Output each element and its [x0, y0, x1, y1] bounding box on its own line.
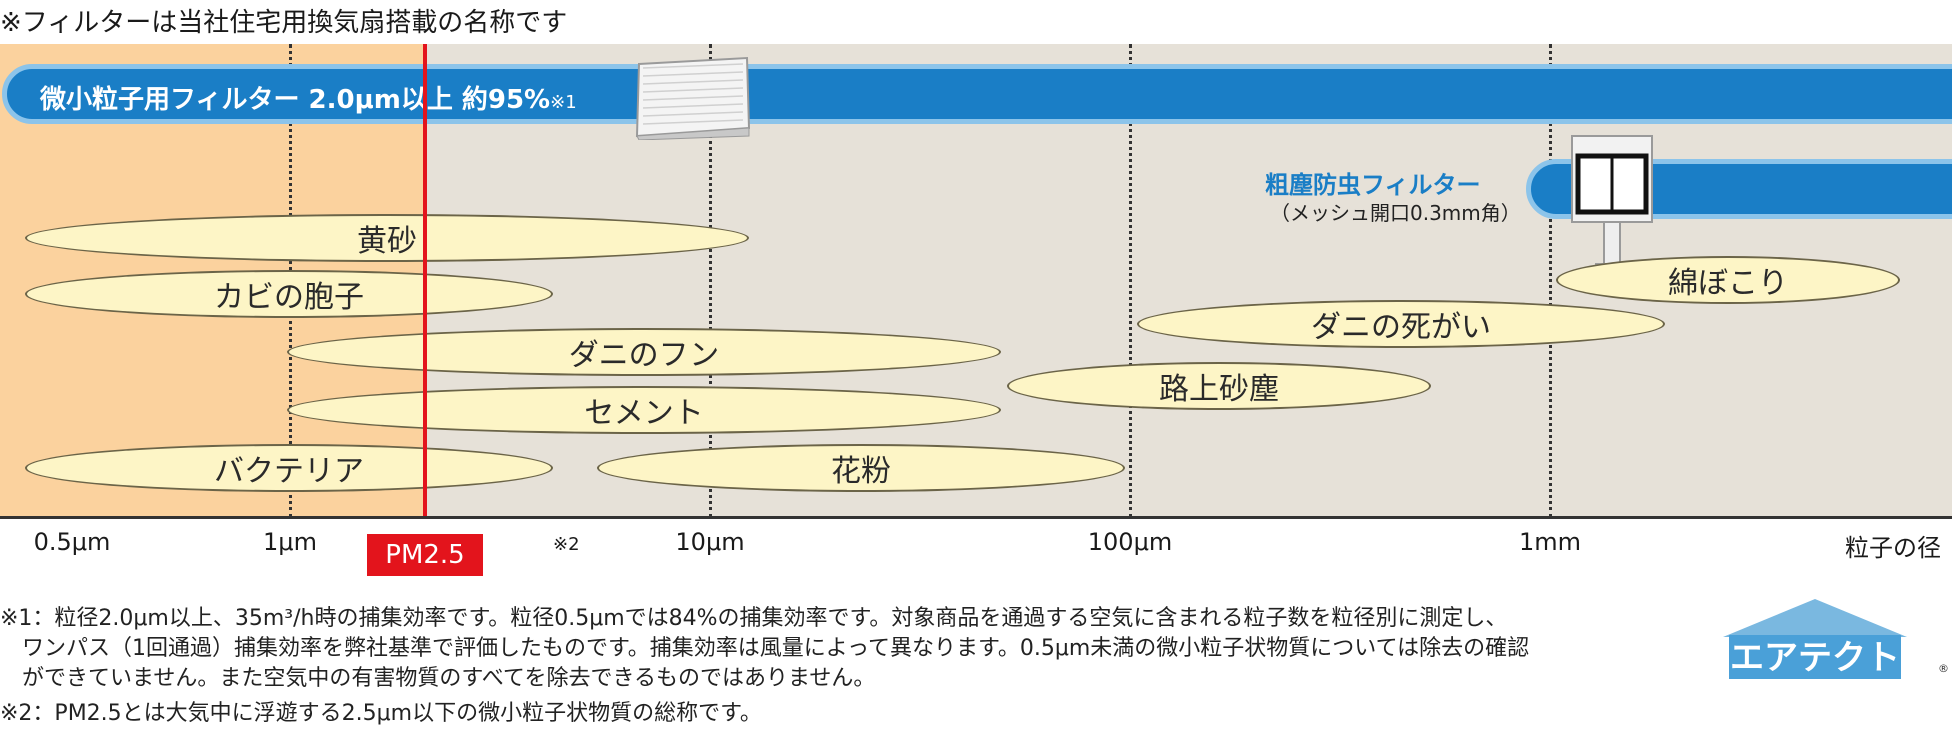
- particle-bacteria: バクテリア: [25, 444, 553, 492]
- particle-dead-mites: ダニの死がい: [1137, 300, 1665, 348]
- registered-mark: ®: [1938, 662, 1949, 675]
- particle-label: 路上砂塵: [1159, 372, 1279, 407]
- particle-pollen: 花粉: [597, 444, 1125, 492]
- footnote-1-line-1: ※1：粒径2.0μm以上、35m³/h時の捕集効率です。粒径0.5μmでは84%…: [0, 606, 1508, 631]
- logo-text: エアテクト: [1730, 638, 1900, 678]
- pm25-line: [423, 44, 427, 518]
- footnote-1-line-3: ができていません。また空気中の有害物質のすべてを除去できるものではありません。: [0, 666, 876, 691]
- coarse-filter-sublabel: （メッシュ開口0.3mm角）: [1270, 201, 1521, 225]
- tick-label: 0.5μm: [33, 528, 111, 556]
- particle-label: カビの胞子: [214, 280, 364, 315]
- particle-label: 花粉: [831, 454, 891, 489]
- footnote-1-line-2: ワンパス（1回通過）捕集効率を弊社基準で評価したものです。捕集効率は風量によって…: [0, 636, 1530, 661]
- gridline-10um: [709, 44, 712, 518]
- gridline-1mm: [1549, 44, 1552, 518]
- fine-filter-label-text: 微小粒子用フィルター 2.0μm以上 約95%: [40, 85, 551, 115]
- particle-label: 黄砂: [357, 224, 417, 259]
- pm25-label: PM2.5: [367, 534, 483, 576]
- particle-kosa: 黄砂: [25, 214, 749, 262]
- particle-lint: 綿ぼこり: [1556, 256, 1900, 304]
- tick-label: 1μm: [263, 528, 317, 556]
- note2-mark: ※2: [553, 534, 580, 555]
- size-axis-line: [0, 516, 1952, 519]
- footnote-2: ※2：PM2.5とは大気中に浮遊する2.5μm以下の微小粒子状物質の総称です。: [0, 701, 762, 726]
- top-note: ※フィルターは当社住宅用換気扇搭載の名称です: [0, 8, 568, 38]
- tick-label: 100μm: [1087, 528, 1173, 556]
- particle-cement: セメント: [287, 386, 1001, 434]
- axis-title: 粒子の径: [1845, 534, 1941, 562]
- note1-mark: ※1: [550, 92, 577, 113]
- particle-label: ダニの死がい: [1311, 310, 1491, 345]
- tick-label: 10μm: [675, 528, 745, 556]
- particle-label: セメント: [584, 396, 704, 431]
- particle-label: ダニのフン: [568, 338, 720, 373]
- particle-size-diagram: 微小粒子用フィルター 2.0μm以上 約95%※1 粗塵防虫フィルター （メッシ…: [0, 44, 1952, 518]
- particle-label: バクテリア: [214, 454, 364, 489]
- gridline-100um: [1129, 44, 1132, 518]
- particle-label: 綿ぼこり: [1668, 266, 1788, 301]
- airtect-logo: エアテクト: [1723, 599, 1907, 679]
- particle-road-dust: 路上砂塵: [1007, 362, 1431, 410]
- fine-filter-image: [635, 56, 751, 140]
- particle-mold-spores: カビの胞子: [25, 270, 553, 318]
- tick-label: 1mm: [1518, 528, 1582, 556]
- fine-filter-label: 微小粒子用フィルター 2.0μm以上 約95%※1: [40, 79, 577, 116]
- fine-filter-band: [2, 64, 1952, 124]
- particle-mite-feces: ダニのフン: [287, 328, 1001, 376]
- coarse-filter-label: 粗塵防虫フィルター: [1265, 171, 1481, 199]
